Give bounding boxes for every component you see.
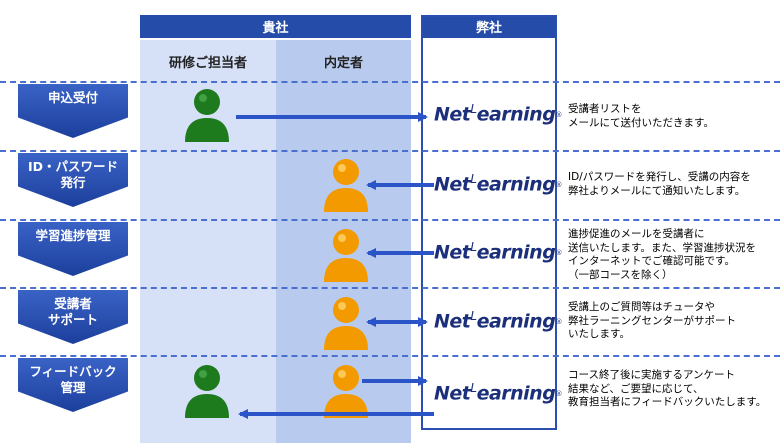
trainer-person-icon: [185, 89, 229, 142]
step-description: コース終了後に実施するアンケート結果など、ご要望に応じて、教育担当者にフィードバ…: [568, 369, 767, 408]
step-description: ID/パスワードを発行し、受講の内容を弊社よりメールにて通知いたします。: [568, 171, 751, 197]
step-description: 受講者リストをメールにて送付いただきます。: [568, 103, 714, 129]
client-header: 貴社: [140, 15, 411, 38]
row-divider: [0, 355, 780, 357]
new-hire-person-icon: [324, 159, 368, 212]
row-divider: [0, 287, 780, 289]
trainer-column-title: 研修ご担当者: [168, 56, 247, 71]
netlearning-logo: NetLearning®: [434, 309, 562, 333]
netlearning-logo: NetLearning®: [434, 381, 562, 405]
step-description: 進捗促進のメールを受講者に送信いたします。また、学習進捗状況をインターネットでご…: [568, 228, 756, 281]
step-description: 受講上のご質問等はチュータや弊社ラーニングセンターがサポートいたします。: [568, 301, 736, 340]
our-company-header: 弊社: [421, 15, 557, 38]
netlearning-logo: NetLearning®: [434, 240, 562, 264]
trainer-person-icon: [185, 365, 229, 418]
new-hire-person-icon: [324, 229, 368, 282]
our-company-column-frame: [421, 15, 557, 430]
row-divider: [0, 150, 780, 152]
netlearning-logo: NetLearning®: [434, 172, 562, 196]
row-divider: [0, 81, 780, 83]
netlearning-logo: NetLearning®: [434, 102, 562, 126]
row-divider: [0, 219, 780, 221]
new-hire-person-icon: [324, 297, 368, 350]
new-hire-column-title: 内定者: [323, 56, 363, 71]
